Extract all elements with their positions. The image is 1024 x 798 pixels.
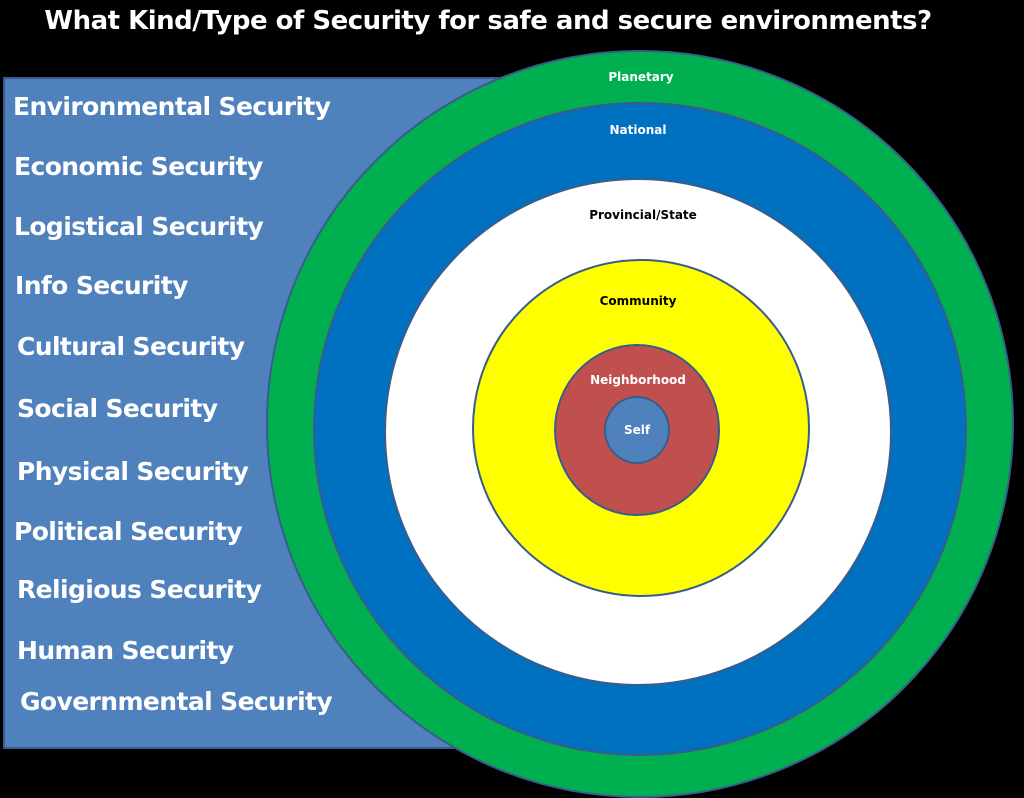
security-type-item: Governmental Security [20,687,333,716]
level-label-self: Self [623,423,651,437]
level-label-neighborhood: Neighborhood [590,373,686,387]
security-type-item: Religious Security [17,575,262,604]
security-type-item: Political Security [14,517,243,546]
slide-title: What Kind/Type of Security for safe and … [44,6,932,36]
level-label-planetary: Planetary [608,70,674,84]
level-label-community: Community [599,294,677,308]
concentric-levels-diagram: Planetary National Provincial/State Comm… [266,50,1014,798]
level-label-provincial-state: Provincial/State [589,208,697,222]
security-type-item: Info Security [15,271,188,300]
level-label-national: National [609,123,667,137]
ring-self [604,396,670,464]
security-type-item: Logistical Security [14,212,264,241]
security-type-item: Cultural Security [17,332,245,361]
security-type-item: Physical Security [17,457,249,486]
security-type-item: Human Security [17,636,234,665]
security-type-item: Environmental Security [13,92,331,121]
security-type-item: Social Security [17,394,218,423]
security-type-item: Economic Security [14,152,263,181]
